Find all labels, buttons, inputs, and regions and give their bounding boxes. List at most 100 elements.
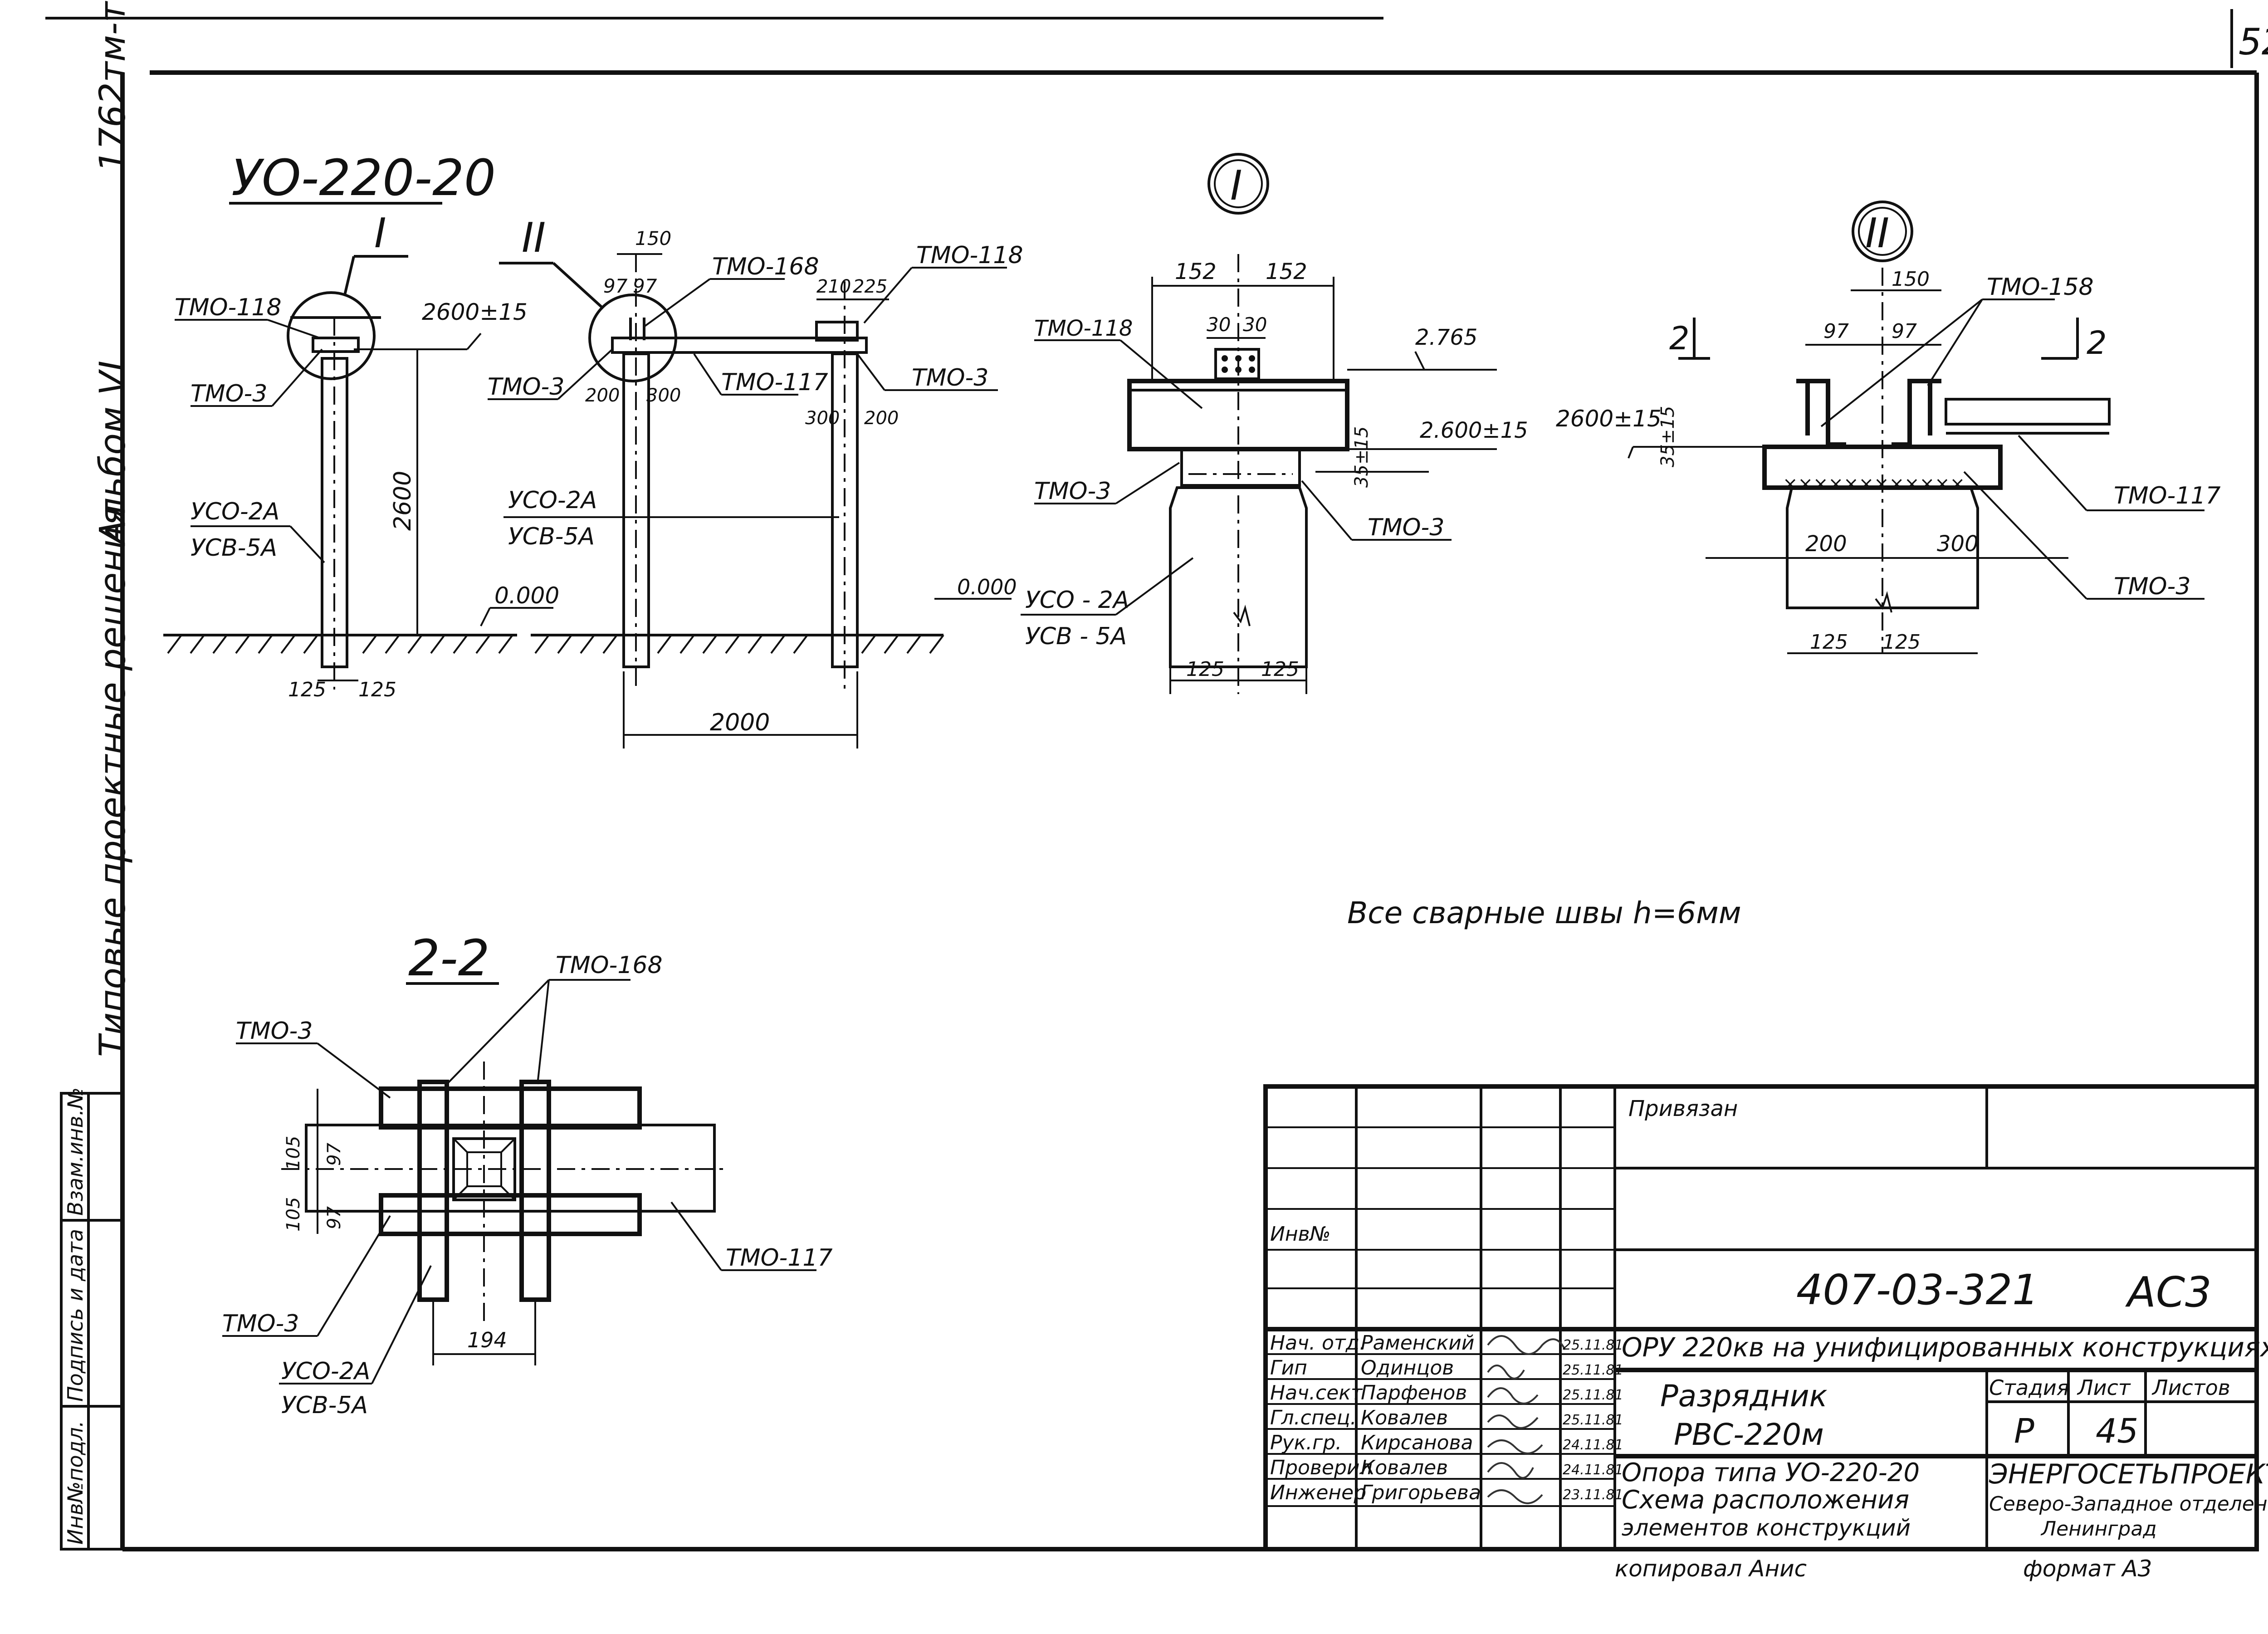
role-date-0: 25.11.81	[1563, 1337, 1623, 1353]
inv-no-label: Инв№	[1270, 1223, 1330, 1246]
dim-30-a: 30	[1207, 313, 1231, 336]
dim-97-b1: 97	[1823, 320, 1849, 343]
label-uso2a-a: УСО-2А	[191, 498, 279, 525]
dim-97-c1: 97	[324, 1143, 345, 1166]
section-title: 2-2	[408, 929, 490, 987]
role-date-6: 23.11.81	[1563, 1487, 1623, 1503]
label-tmo117-c: ТМО-117	[726, 1244, 833, 1272]
dim-300-b: 300	[805, 408, 840, 429]
left-stamp-strip: Взам.инв.№ Подпись и дата Инв№подл.	[60, 1087, 124, 1551]
dim-125-a2: 125	[358, 678, 396, 701]
role-role-1: Гип	[1270, 1356, 1307, 1380]
dim-200-b: 200	[864, 408, 899, 429]
dim-0-lvl-b: 0.000	[957, 575, 1017, 599]
format-label: формат А3	[2023, 1556, 2152, 1582]
label-uso2a-c: УСО - 2А	[1025, 587, 1129, 614]
title-block: Привязан Инв№ 407-03-321 АС3 ОРУ 220кв н…	[1263, 1084, 2268, 1551]
label-tmo3-f: ТМО-3	[2114, 573, 2190, 600]
label-tmo3-g: ТМО-3	[236, 1018, 313, 1045]
section-mark-left: 2	[1669, 320, 1690, 357]
label-uso2a-d: УСО-2А	[281, 1358, 370, 1385]
dim-125-b1: 125	[1186, 658, 1224, 681]
callout-II: II	[522, 214, 546, 262]
dim-2600-lvl-c: 2600±15	[1556, 406, 1662, 432]
copied-by: копировал Анис	[1615, 1556, 1807, 1582]
label-tmo3-h: ТМО-3	[222, 1310, 299, 1337]
dim-210-a: 210	[816, 276, 851, 297]
corner-number: 52	[2239, 21, 2268, 63]
dim-300-c: 300	[1937, 531, 1979, 557]
dim-2765: 2.765	[1415, 325, 1477, 350]
role-role-0: Нач. отд.	[1270, 1331, 1366, 1355]
dim-30-b: 30	[1243, 313, 1267, 336]
dim-0-lvl-a: 0.000	[494, 582, 559, 609]
dim-2600-lvl-b: 2.600±15	[1420, 418, 1528, 443]
album-label: Альбом VI	[93, 361, 133, 547]
label-tmo118-c: ТМО-118	[1034, 316, 1133, 341]
dim-35-b: 35±15	[1657, 406, 1678, 467]
detail-I: I 152 152 30 30 ТМО-118 2.765 2.600±15 3…	[1021, 153, 1528, 694]
stage-header: Стадия	[1989, 1375, 2069, 1400]
dim-125-c1: 125	[1810, 631, 1848, 654]
callout-I: I	[374, 210, 386, 257]
dim-125-c2: 125	[1882, 631, 1921, 654]
dim-200-c: 200	[1805, 531, 1847, 557]
inv-replace-label: Взам.инв.№	[63, 1087, 88, 1216]
dim-2600-height: 2600	[389, 471, 416, 531]
role-role-6: Инженер	[1270, 1481, 1366, 1504]
label-tmo3-d: ТМО-3	[1034, 478, 1111, 505]
sheets-header: Листов	[2151, 1375, 2230, 1400]
org-branch: Северо-Западное отделение	[1989, 1492, 2268, 1516]
role-name-0: Раменский	[1361, 1331, 1475, 1355]
series-label: Типовые проектные решения	[93, 505, 133, 1057]
section-mark-right: 2	[2087, 324, 2107, 362]
label-tmo3-b: ТМО-3	[488, 373, 564, 401]
label-tmo158: ТМО-158	[1987, 274, 2094, 301]
label-uso2a-b: УСО-2А	[508, 487, 597, 514]
doc-mark: АС3	[2125, 1268, 2212, 1316]
project-name: ОРУ 220кв на унифицированных конструкция…	[1622, 1332, 2268, 1363]
sheet-header: Лист	[2077, 1375, 2131, 1400]
label-tmo118-b: ТМО-118	[916, 242, 1023, 269]
label-usv5a-a: УСВ-5А	[191, 534, 277, 562]
detail-II: II 2 2 ×××××××××××× 150 97 97 ТМО-158 26…	[1556, 201, 2221, 654]
role-role-5: Проверил	[1270, 1456, 1373, 1479]
dim-2000: 2000	[710, 709, 770, 736]
dim-97-c2: 97	[324, 1206, 345, 1229]
detail-I-label: I	[1230, 162, 1242, 210]
dim-125-a1: 125	[288, 678, 326, 701]
dim-152-b: 152	[1266, 259, 1307, 284]
label-usv5a-d: УСВ-5А	[281, 1392, 368, 1419]
sheet-name-1: Опора типа УО-220-20	[1622, 1458, 1920, 1487]
sheet-name-2: Схема расположения	[1622, 1485, 1909, 1515]
role-role-3: Гл.спец.	[1270, 1406, 1357, 1429]
role-date-5: 24.11.81	[1563, 1462, 1623, 1478]
label-usv5a-b: УСВ-5А	[508, 523, 595, 550]
dim-300-a: 300	[646, 385, 681, 406]
album-code: 1762тм-т6-53	[93, 0, 133, 172]
dim-125-b2: 125	[1261, 658, 1299, 681]
role-name-5: Ковалев	[1361, 1456, 1448, 1479]
dim-150-b: 150	[1892, 268, 1930, 291]
role-name-6: Григорьева	[1361, 1481, 1481, 1504]
label-tmo3-a: ТМО-3	[191, 380, 267, 407]
main-title: УО-220-20	[231, 149, 496, 207]
role-role-2: Нач.сект	[1270, 1381, 1363, 1404]
role-date-1: 25.11.81	[1563, 1362, 1623, 1378]
role-name-4: Кирсанова	[1361, 1431, 1473, 1454]
org-name: ЭНЕРГОСЕТЬПРОЕКТ	[1989, 1458, 2268, 1490]
main-elevation: УО-220-20	[163, 149, 1023, 749]
dim-35-a: 35±15	[1351, 426, 1372, 488]
dim-194: 194	[467, 1328, 507, 1352]
dim-152-a: 152	[1175, 259, 1217, 284]
role-name-3: Ковалев	[1361, 1406, 1448, 1429]
dim-105-b: 105	[283, 1197, 304, 1232]
dim-97-a1: 97	[603, 275, 628, 297]
doc-code: 407-03-321	[1796, 1266, 2039, 1314]
label-tmo168-b: ТМО-168	[556, 952, 663, 979]
dim-97-b2: 97	[1892, 320, 1917, 343]
inv-orig-label: Инв№подл.	[63, 1421, 88, 1545]
dim-150-a: 150	[635, 227, 671, 250]
label-usv5a-c: УСВ - 5А	[1025, 623, 1127, 650]
